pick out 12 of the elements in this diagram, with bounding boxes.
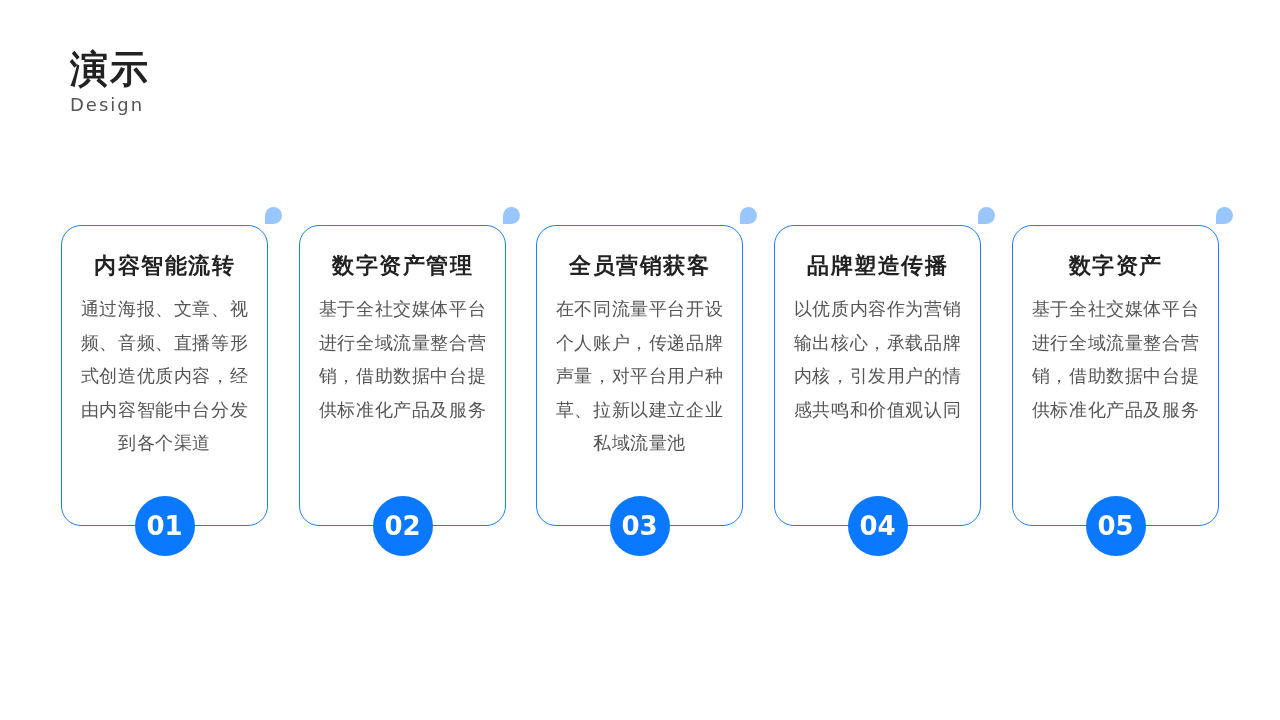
card-heading: 数字资产管理 [330, 252, 474, 280]
card-description: 以优质内容作为营销输出核心，承载品牌内核，引发用户的情感共鸣和价值观认同 [792, 297, 963, 422]
card-description: 通过海报、文章、视频、音频、直播等形式创造优质内容，经由内容智能中台分发到各个渠道 [79, 297, 250, 455]
card-heading: 品牌塑造传播 [806, 252, 949, 280]
card-description: 在不同流量平台开设个人账户，传递品牌声量，对平台用户种草、拉新以建立企业私域流量池 [554, 297, 725, 455]
title: 演示 [70, 46, 150, 93]
card-heading: 内容智能流转 [93, 252, 236, 280]
subtitle: Design [70, 93, 145, 117]
card-heading: 全员营销获客 [568, 252, 711, 280]
card-heading: 数字资产 [1067, 252, 1164, 280]
card-description: 基于全社交媒体平台进行全域流量整合营销，借助数据中台提供标准化产品及服务 [317, 297, 488, 422]
card-description: 基于全社交媒体平台进行全域流量整合营销，借助数据中台提供标准化产品及服务 [1030, 297, 1201, 422]
